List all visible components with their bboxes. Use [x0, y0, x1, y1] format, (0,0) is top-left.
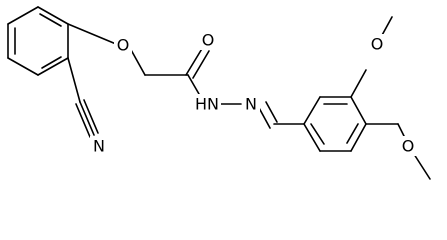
aromatic-inner-bond [41, 56, 62, 69]
label-background [114, 35, 132, 55]
bond [303, 96, 321, 125]
double-bond-line [192, 50, 210, 79]
label-background [193, 94, 221, 114]
triple-bond-line [79, 101, 95, 136]
bond [350, 123, 367, 152]
double-bond-line [185, 46, 204, 76]
hydrazide-nh-label: HN [195, 95, 219, 114]
triple-bond-line [83, 99, 99, 134]
label-background [90, 136, 108, 156]
bond [129, 47, 146, 76]
label-background [399, 136, 417, 156]
carbonyl-oxygen-label: O [202, 31, 215, 50]
methoxy-groups [350, 16, 431, 180]
bond [187, 74, 200, 95]
bond [37, 6, 69, 25]
methoxy-oxygen-1-label: O [371, 35, 384, 54]
bond [350, 96, 367, 125]
bond [7, 57, 39, 76]
ether-oxygen-label: O [117, 36, 130, 55]
bond [397, 123, 405, 137]
label-background [199, 30, 217, 50]
bond [303, 123, 321, 152]
double-bond-line [265, 101, 278, 123]
bond [350, 69, 367, 98]
hydrazone-nitrogen-label: N [245, 95, 257, 114]
methoxy-oxygen-2-label: O [402, 137, 415, 156]
nitrile-group [67, 57, 99, 138]
left-benzene-ring [7, 6, 69, 76]
chemical-structure: O O HN N N O O [7, 6, 431, 180]
hydrazone-and-right-ring [257, 96, 367, 152]
triple-bond-line [75, 103, 91, 138]
aromatic-inner-bond [310, 123, 325, 145]
aromatic-inner-bond [346, 123, 359, 144]
bond [67, 23, 117, 45]
bond [7, 6, 39, 25]
bond [37, 57, 69, 76]
nitrile-nitrogen-label: N [93, 137, 105, 156]
aromatic-inner-bond [39, 13, 62, 27]
atom-labels: O O HN N N O O [90, 30, 417, 156]
label-background [368, 34, 386, 54]
label-background [242, 94, 260, 114]
bond [67, 57, 81, 103]
